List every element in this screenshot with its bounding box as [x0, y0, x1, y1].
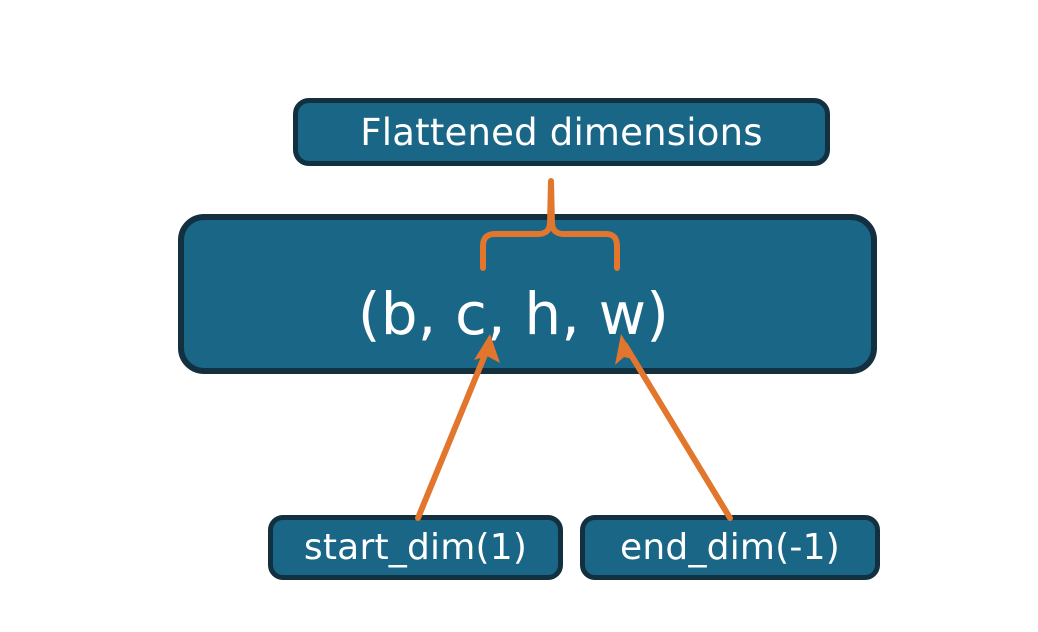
start-dim-label: start_dim(1) [303, 526, 528, 568]
start-dim-box: start_dim(1) [268, 515, 563, 580]
flattened-dimensions-label: Flattened dimensions [360, 110, 763, 154]
tensor-shape-box: (b, c, h, w) [178, 214, 877, 374]
tensor-shape-label: (b, c, h, w) [357, 280, 670, 348]
end-dim-label: end_dim(-1) [620, 526, 840, 568]
flattened-dimensions-box: Flattened dimensions [293, 98, 830, 166]
end-dim-box: end_dim(-1) [580, 515, 880, 580]
